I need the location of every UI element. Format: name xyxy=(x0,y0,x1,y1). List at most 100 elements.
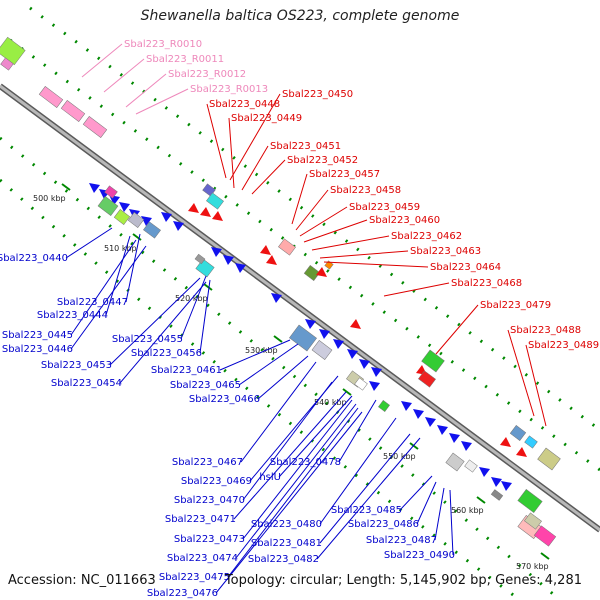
leader-line xyxy=(303,219,368,243)
leader-line xyxy=(525,344,547,427)
reverse-label: Sbal223_0446 xyxy=(2,344,73,355)
reverse-gene xyxy=(491,476,503,488)
forward-label: Sbal223_0489 xyxy=(528,340,599,351)
rna-label: Sbal223_R0011 xyxy=(146,54,224,65)
leader-line xyxy=(323,261,429,268)
reverse-label: Sbal223_0480 xyxy=(251,519,322,530)
forward-label: Sbal223_0457 xyxy=(309,169,380,180)
gene-arrow xyxy=(369,380,381,392)
kbp-tick xyxy=(203,283,213,291)
reverse-gene xyxy=(141,215,153,227)
gene-arrow xyxy=(259,244,271,256)
leader-line xyxy=(278,395,353,478)
reverse-gene xyxy=(223,254,235,266)
leader-line xyxy=(449,489,454,556)
reverse-gene xyxy=(89,182,101,194)
forward-label: Sbal223_0459 xyxy=(349,202,420,213)
reverse-gene xyxy=(211,246,223,258)
reverse-gene xyxy=(449,432,461,444)
forward-gene xyxy=(418,370,436,388)
reverse-label: Sbal223_0447 xyxy=(57,297,128,308)
leader-line xyxy=(295,189,329,231)
reverse-label: Sbal223_0470 xyxy=(174,495,245,506)
leader-line xyxy=(507,329,535,417)
leader-line xyxy=(206,103,227,179)
forward-gene xyxy=(187,202,199,214)
gene-arrow xyxy=(271,292,283,304)
reverse-label: Sbal223_0453 xyxy=(41,360,112,371)
leader-line xyxy=(65,227,113,259)
reverse-gene xyxy=(479,466,491,478)
leader-line xyxy=(227,407,359,578)
reverse-gene xyxy=(401,400,413,412)
reverse-label: Sbal223_0475 xyxy=(159,572,230,583)
reverse-label: Sbal223_0465 xyxy=(170,380,241,391)
reverse-gene xyxy=(305,318,317,330)
forward-label: Sbal223_0452 xyxy=(287,155,358,166)
reverse-gene xyxy=(104,185,118,199)
leader-line xyxy=(199,279,211,354)
leader-line xyxy=(103,58,145,93)
reverse-gene xyxy=(235,262,247,274)
reverse-gene xyxy=(127,212,145,228)
reverse-gene xyxy=(119,201,131,213)
reverse-gene xyxy=(113,209,131,225)
reverse-gene xyxy=(97,196,119,216)
kbp-tick xyxy=(273,335,283,343)
reverse-label: Sbal223_0473 xyxy=(174,534,245,545)
leader-line xyxy=(215,411,363,594)
leader-line xyxy=(70,239,137,336)
forward-gene xyxy=(421,349,445,373)
reverse-gene xyxy=(413,408,425,420)
reverse-label: Sbal223_0487 xyxy=(366,535,437,546)
reverse-label: Sbal223_0485 xyxy=(331,505,402,516)
kbp-tick xyxy=(409,442,419,450)
gene-arrow xyxy=(349,318,361,330)
gene-arrow xyxy=(515,446,527,458)
reverse-label: Sbal223_0469 xyxy=(181,476,252,487)
leader-line xyxy=(238,343,299,386)
forward-label: Sbal223_0464 xyxy=(430,262,501,273)
reverse-gene xyxy=(425,416,437,428)
reverse-label: Sbal223_0466 xyxy=(189,394,260,405)
rna-label: Sbal223_R0012 xyxy=(168,69,246,80)
kbp-label: 570 kbp xyxy=(516,562,549,571)
leader-line xyxy=(319,417,397,525)
leader-line xyxy=(311,235,390,251)
backbone xyxy=(0,84,600,532)
forward-gene xyxy=(303,265,321,281)
reverse-gene xyxy=(445,452,465,472)
tick-row-1 xyxy=(9,38,600,472)
forward-label: Sbal223_0462 xyxy=(391,231,462,242)
gene-arrow xyxy=(315,266,327,278)
reverse-gene xyxy=(517,489,543,513)
reverse-label: hslU xyxy=(259,472,281,483)
reverse-gene xyxy=(173,220,185,232)
reverse-label: Sbal223_0440 xyxy=(0,253,68,264)
forward-label: Sbal223_0458 xyxy=(330,185,401,196)
reverse-label: Sbal223_0445 xyxy=(2,330,73,341)
leader-line xyxy=(228,117,235,189)
leader-line xyxy=(291,173,308,225)
reverse-gene xyxy=(490,489,504,501)
forward-gene xyxy=(524,435,538,449)
rna-gene xyxy=(60,100,86,122)
reverse-gene xyxy=(501,480,513,492)
leader-line xyxy=(435,304,479,355)
leader-line xyxy=(219,339,291,371)
rna-label: Sbal223_R0010 xyxy=(124,39,202,50)
reverse-gene xyxy=(319,328,331,340)
leader-line xyxy=(251,159,286,195)
leader-line xyxy=(135,88,189,115)
leader-line xyxy=(109,277,201,366)
leader-line xyxy=(242,399,353,540)
reverse-label: Sbal223_0481 xyxy=(251,538,322,549)
kbp-label: 530 kbp xyxy=(245,346,278,355)
gene-layer xyxy=(0,36,561,547)
reverse-label: Sbal223_0467 xyxy=(172,457,243,468)
leader-line xyxy=(240,361,317,463)
kbp-tick xyxy=(476,496,486,504)
reverse-gene xyxy=(195,258,215,278)
reverse-gene xyxy=(533,525,557,547)
forward-label: Sbal223_0479 xyxy=(480,300,551,311)
